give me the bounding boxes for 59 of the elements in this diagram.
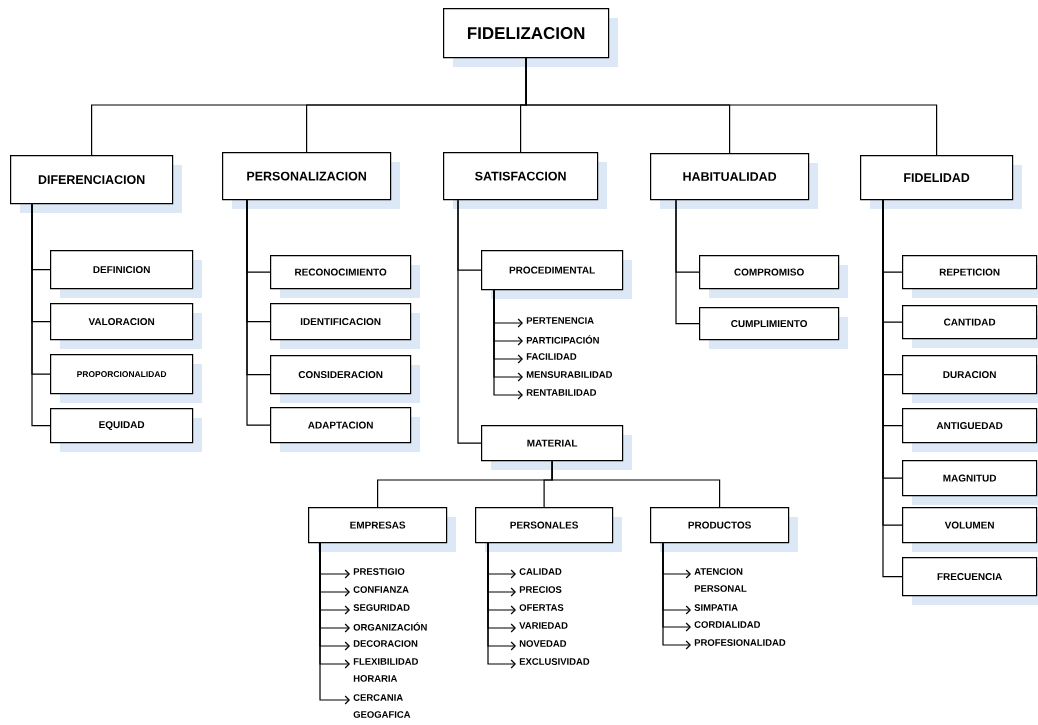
list-item: DECORACION <box>353 640 418 647</box>
category-box: COMPROMISO <box>699 255 848 298</box>
list-item: CORDIALIDAD <box>694 621 761 628</box>
list-item: MENSURABILIDAD <box>526 371 613 378</box>
list-item: PRECIOS <box>519 586 562 593</box>
list-item: CALIDAD <box>519 568 562 575</box>
category-box: FRECUENCIA <box>902 557 1038 605</box>
category-box: EMPRESAS <box>308 507 456 552</box>
category-box: PERSONALES <box>475 507 622 552</box>
category-box: EQUIDAD <box>50 408 202 452</box>
category-box: CONSIDERACION <box>270 355 420 403</box>
list-item: VARIEDAD <box>519 622 568 629</box>
category-box: CUMPLIMIENTO <box>699 307 848 349</box>
category-box: DEFINICION <box>50 250 202 298</box>
list-item: CERCANIA GEOGAFICA <box>353 694 411 718</box>
list-item: PERTENENCIA <box>526 317 594 324</box>
category-box: MATERIAL <box>481 425 632 470</box>
arrow <box>662 542 691 650</box>
category-box: DIFERENCIACION <box>10 155 182 213</box>
category-box: FIDELIDAD <box>860 155 1022 209</box>
list-item: CONFIANZA <box>353 586 409 593</box>
connector-line <box>675 199 700 325</box>
list-item: SIMPATIA <box>694 604 738 611</box>
connector-line <box>246 199 271 426</box>
category-box: HABITUALIDAD <box>650 153 818 209</box>
arrow <box>319 542 350 705</box>
title-box: FIDELIZACION <box>443 8 618 67</box>
category-box: IDENTIFICACION <box>270 303 420 349</box>
list-item: RENTABILIDAD <box>526 389 597 396</box>
list-item: OFERTAS <box>519 604 564 611</box>
connector-line <box>551 460 721 508</box>
category-box: PROCEDIMENTAL <box>481 250 632 299</box>
category-box: RECONOCIMIENTO <box>270 255 420 298</box>
list-item: PARTICIPACIÓN <box>526 335 599 344</box>
list-item: FACILIDAD <box>526 353 577 360</box>
category-box: ANTIGUEDAD <box>902 408 1038 452</box>
arrow <box>493 289 523 400</box>
list-item: FLEXIBILIDAD HORARIA <box>353 658 418 682</box>
list-item: ORGANIZACIÓN <box>353 622 427 631</box>
category-box: PROPORCIONALIDAD <box>50 354 202 403</box>
category-box: SATISFACCION <box>443 152 607 209</box>
connector-line <box>31 203 51 427</box>
category-box: DURACION <box>902 355 1038 403</box>
list-item: PRESTIGIO <box>353 568 405 575</box>
list-item: ATENCION PERSONAL <box>694 568 747 592</box>
list-item: SEGURIDAD <box>353 604 410 611</box>
category-box: MAGNITUD <box>902 460 1038 505</box>
category-box: REPETICION <box>902 255 1038 298</box>
category-box: ADAPTACION <box>270 407 420 452</box>
category-box: VOLUMEN <box>902 507 1038 552</box>
connector-line <box>457 199 482 444</box>
list-item: NOVEDAD <box>519 640 567 647</box>
list-item: EXCLUSIVIDAD <box>519 658 590 665</box>
category-box: PRODUCTOS <box>650 507 798 552</box>
category-box: CANTIDAD <box>902 305 1038 348</box>
connector-line <box>525 57 938 156</box>
category-box: PERSONALIZACION <box>222 152 400 209</box>
list-item: PROFESIONALIDAD <box>694 639 786 646</box>
category-box: VALORACION <box>50 303 202 349</box>
